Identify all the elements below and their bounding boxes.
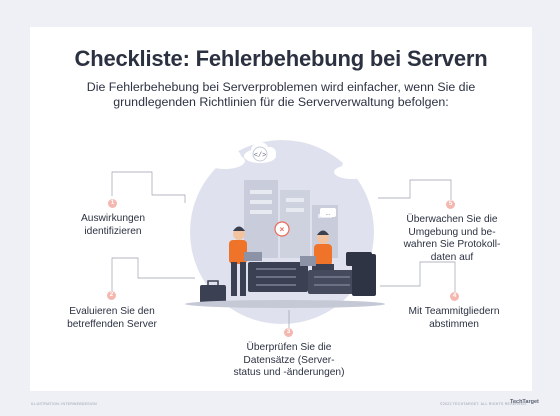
step-line: Umgebung und be- [408, 226, 496, 238]
svg-text:</>: </> [254, 152, 267, 160]
step-line: betreffenden Server [67, 318, 157, 330]
step-line: Datensätze (Server- [243, 354, 335, 366]
step-line: status und -änderungen) [233, 367, 345, 378]
step-label-1: Auswirkungen identifizieren [78, 213, 148, 238]
step-line: abstimmen [429, 318, 479, 330]
step-line: identifizieren [84, 225, 142, 237]
subtitle-line: grundlegenden Richtlinien für die Server… [113, 95, 449, 109]
page-title: Checkliste: Fehlerbehebung bei Servern [74, 46, 488, 71]
cloud-icon [334, 159, 370, 179]
step-label-5: Überwachen Sie die Umgebung und be- wahr… [398, 214, 506, 264]
step-line: Überwachen Sie die [406, 214, 498, 225]
step-number-badge: 3 [284, 328, 293, 337]
briefcase-icon [200, 285, 226, 303]
step-number-badge: 5 [446, 200, 455, 209]
subtitle-line: Die Fehlerbehebung bei Serverproblemen w… [86, 80, 476, 94]
step-line: Mit Teammitgliedern [408, 306, 500, 317]
step-line: Auswirkungen [81, 213, 145, 224]
step-label-4: Mit Teammitgliedern abstimmen [394, 306, 514, 331]
svg-text:...: ... [325, 211, 330, 217]
copyright-notice: ©2022 TECHTARGET. ALL RIGHTS RESERVED. [440, 402, 528, 406]
step-line: daten auf [430, 251, 474, 263]
toolbox-icon [346, 252, 372, 266]
step-label-2: Evaluieren Sie den betreffenden Server [58, 306, 166, 331]
step-line: Überprüfen Sie die [246, 342, 332, 353]
step-line: Evaluieren Sie den [69, 306, 155, 317]
step-number-badge: 1 [108, 199, 117, 208]
page-subtitle: Die Fehlerbehebung bei Serverproblemen w… [60, 80, 502, 110]
svg-text:×: × [280, 225, 285, 234]
brand-logo: TechTarget [510, 399, 539, 405]
step-line: wahren Sie Protokoll- [403, 239, 501, 250]
technician-person-left [229, 226, 262, 296]
technician-person-right [300, 230, 334, 270]
step-number-badge: 4 [450, 292, 459, 301]
cloud-icon [205, 146, 245, 169]
step-number-badge: 2 [107, 291, 116, 300]
illustration-credit: ILLUSTRATION: INTERWEBDESIGN [31, 402, 97, 406]
step-label-3: Überprüfen Sie die Datensätze (Server- s… [218, 342, 360, 380]
